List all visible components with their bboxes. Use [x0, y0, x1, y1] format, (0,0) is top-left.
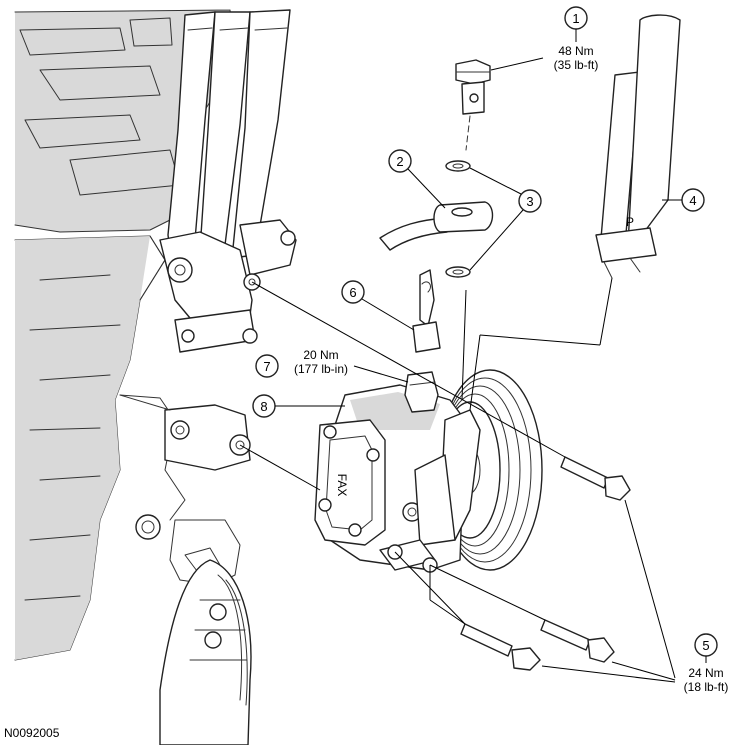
pressure-line-fitting	[412, 269, 441, 353]
callout-5: 5 24 Nm (18 lb-ft)	[541, 499, 729, 694]
callout-1-number: 1	[572, 11, 579, 26]
callout-5-torque-imperial: (18 lb-ft)	[684, 680, 729, 694]
pump-cover-text: FAX	[335, 474, 349, 497]
callout-1: 1 48 Nm (35 lb-ft)	[490, 6, 599, 72]
callout-7-torque-imperial: (177 lb-in)	[294, 362, 348, 376]
callout-8-number: 8	[260, 399, 267, 414]
callout-2: 2	[388, 149, 446, 209]
power-steering-pump: FAX	[314, 369, 543, 573]
callout-7-number: 7	[263, 359, 270, 374]
callout-3: 3	[469, 167, 542, 271]
callout-4: 4	[662, 188, 705, 212]
callout-3-number: 3	[526, 194, 533, 209]
pump-bracket	[119, 9, 297, 471]
callout-2-number: 2	[396, 154, 403, 169]
banjo-bolt	[455, 59, 491, 151]
engine-block	[14, 9, 241, 661]
alignment-lines	[239, 277, 613, 625]
callout-4-number: 4	[689, 193, 696, 208]
callout-5-number: 5	[702, 638, 709, 653]
crank-pulley	[159, 559, 252, 745]
callout-8: 8	[252, 394, 345, 418]
return-hose: P	[595, 14, 681, 279]
callout-5-torque-nm: 24 Nm	[688, 666, 723, 680]
callout-1-torque-nm: 48 Nm	[558, 44, 593, 58]
callout-1-torque-imperial: (35 lb-ft)	[554, 58, 599, 72]
callout-7-torque-nm: 20 Nm	[303, 348, 338, 362]
mounting-bolts	[460, 456, 631, 671]
callout-6-number: 6	[349, 285, 356, 300]
banjo-fitting	[379, 201, 494, 251]
figure-id: N0092005	[4, 726, 60, 740]
sealing-washers	[445, 160, 471, 278]
callout-7: 7 20 Nm (177 lb-in)	[255, 348, 409, 383]
callout-6: 6	[341, 280, 415, 331]
hose-mark-p: P	[626, 215, 634, 229]
